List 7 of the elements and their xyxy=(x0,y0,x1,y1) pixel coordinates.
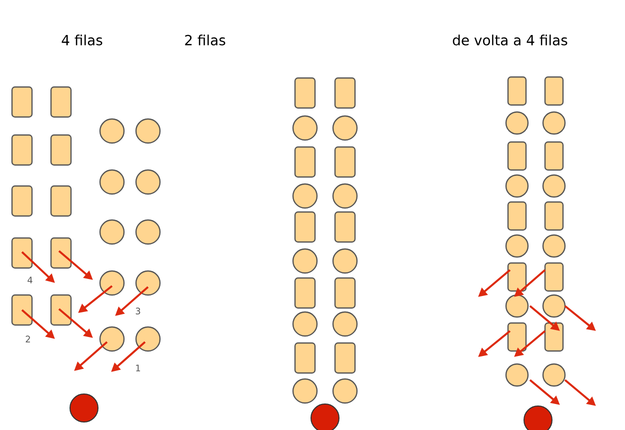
step-number: 1 xyxy=(136,364,140,372)
column-heading: 2 filas xyxy=(185,34,226,46)
step-number: 3 xyxy=(136,308,140,314)
step-number: 2 xyxy=(26,336,30,342)
column-heading: 4 filas xyxy=(62,34,102,46)
column-heading: de volta a 4 filas xyxy=(452,34,568,46)
step-number: 4 xyxy=(28,276,32,284)
